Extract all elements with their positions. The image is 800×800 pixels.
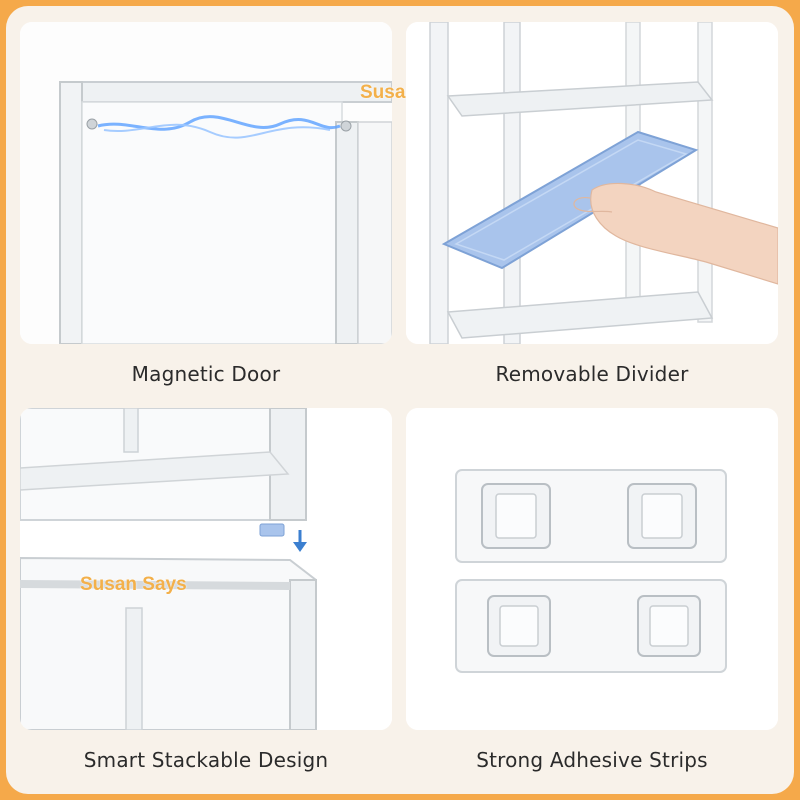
photo-removable-divider	[406, 22, 778, 344]
watermark: Susan Says	[80, 574, 187, 595]
adhesive-strips-illustration	[406, 408, 778, 730]
magnetic-door-illustration	[20, 22, 392, 344]
caption-stackable-design: Smart Stackable Design	[83, 748, 329, 772]
removable-divider-illustration	[406, 22, 778, 344]
photo-adhesive-strips	[406, 408, 778, 730]
stackable-design-illustration	[20, 408, 392, 730]
caption-adhesive-strips: Strong Adhesive Strips	[476, 748, 708, 772]
product-feature-grid: Susan Says Magnetic Door	[6, 6, 794, 794]
photo-stackable-design	[20, 408, 392, 730]
photo-magnetic-door	[20, 22, 392, 344]
caption-magnetic-door: Magnetic Door	[131, 362, 281, 386]
caption-removable-divider: Removable Divider	[495, 362, 689, 386]
